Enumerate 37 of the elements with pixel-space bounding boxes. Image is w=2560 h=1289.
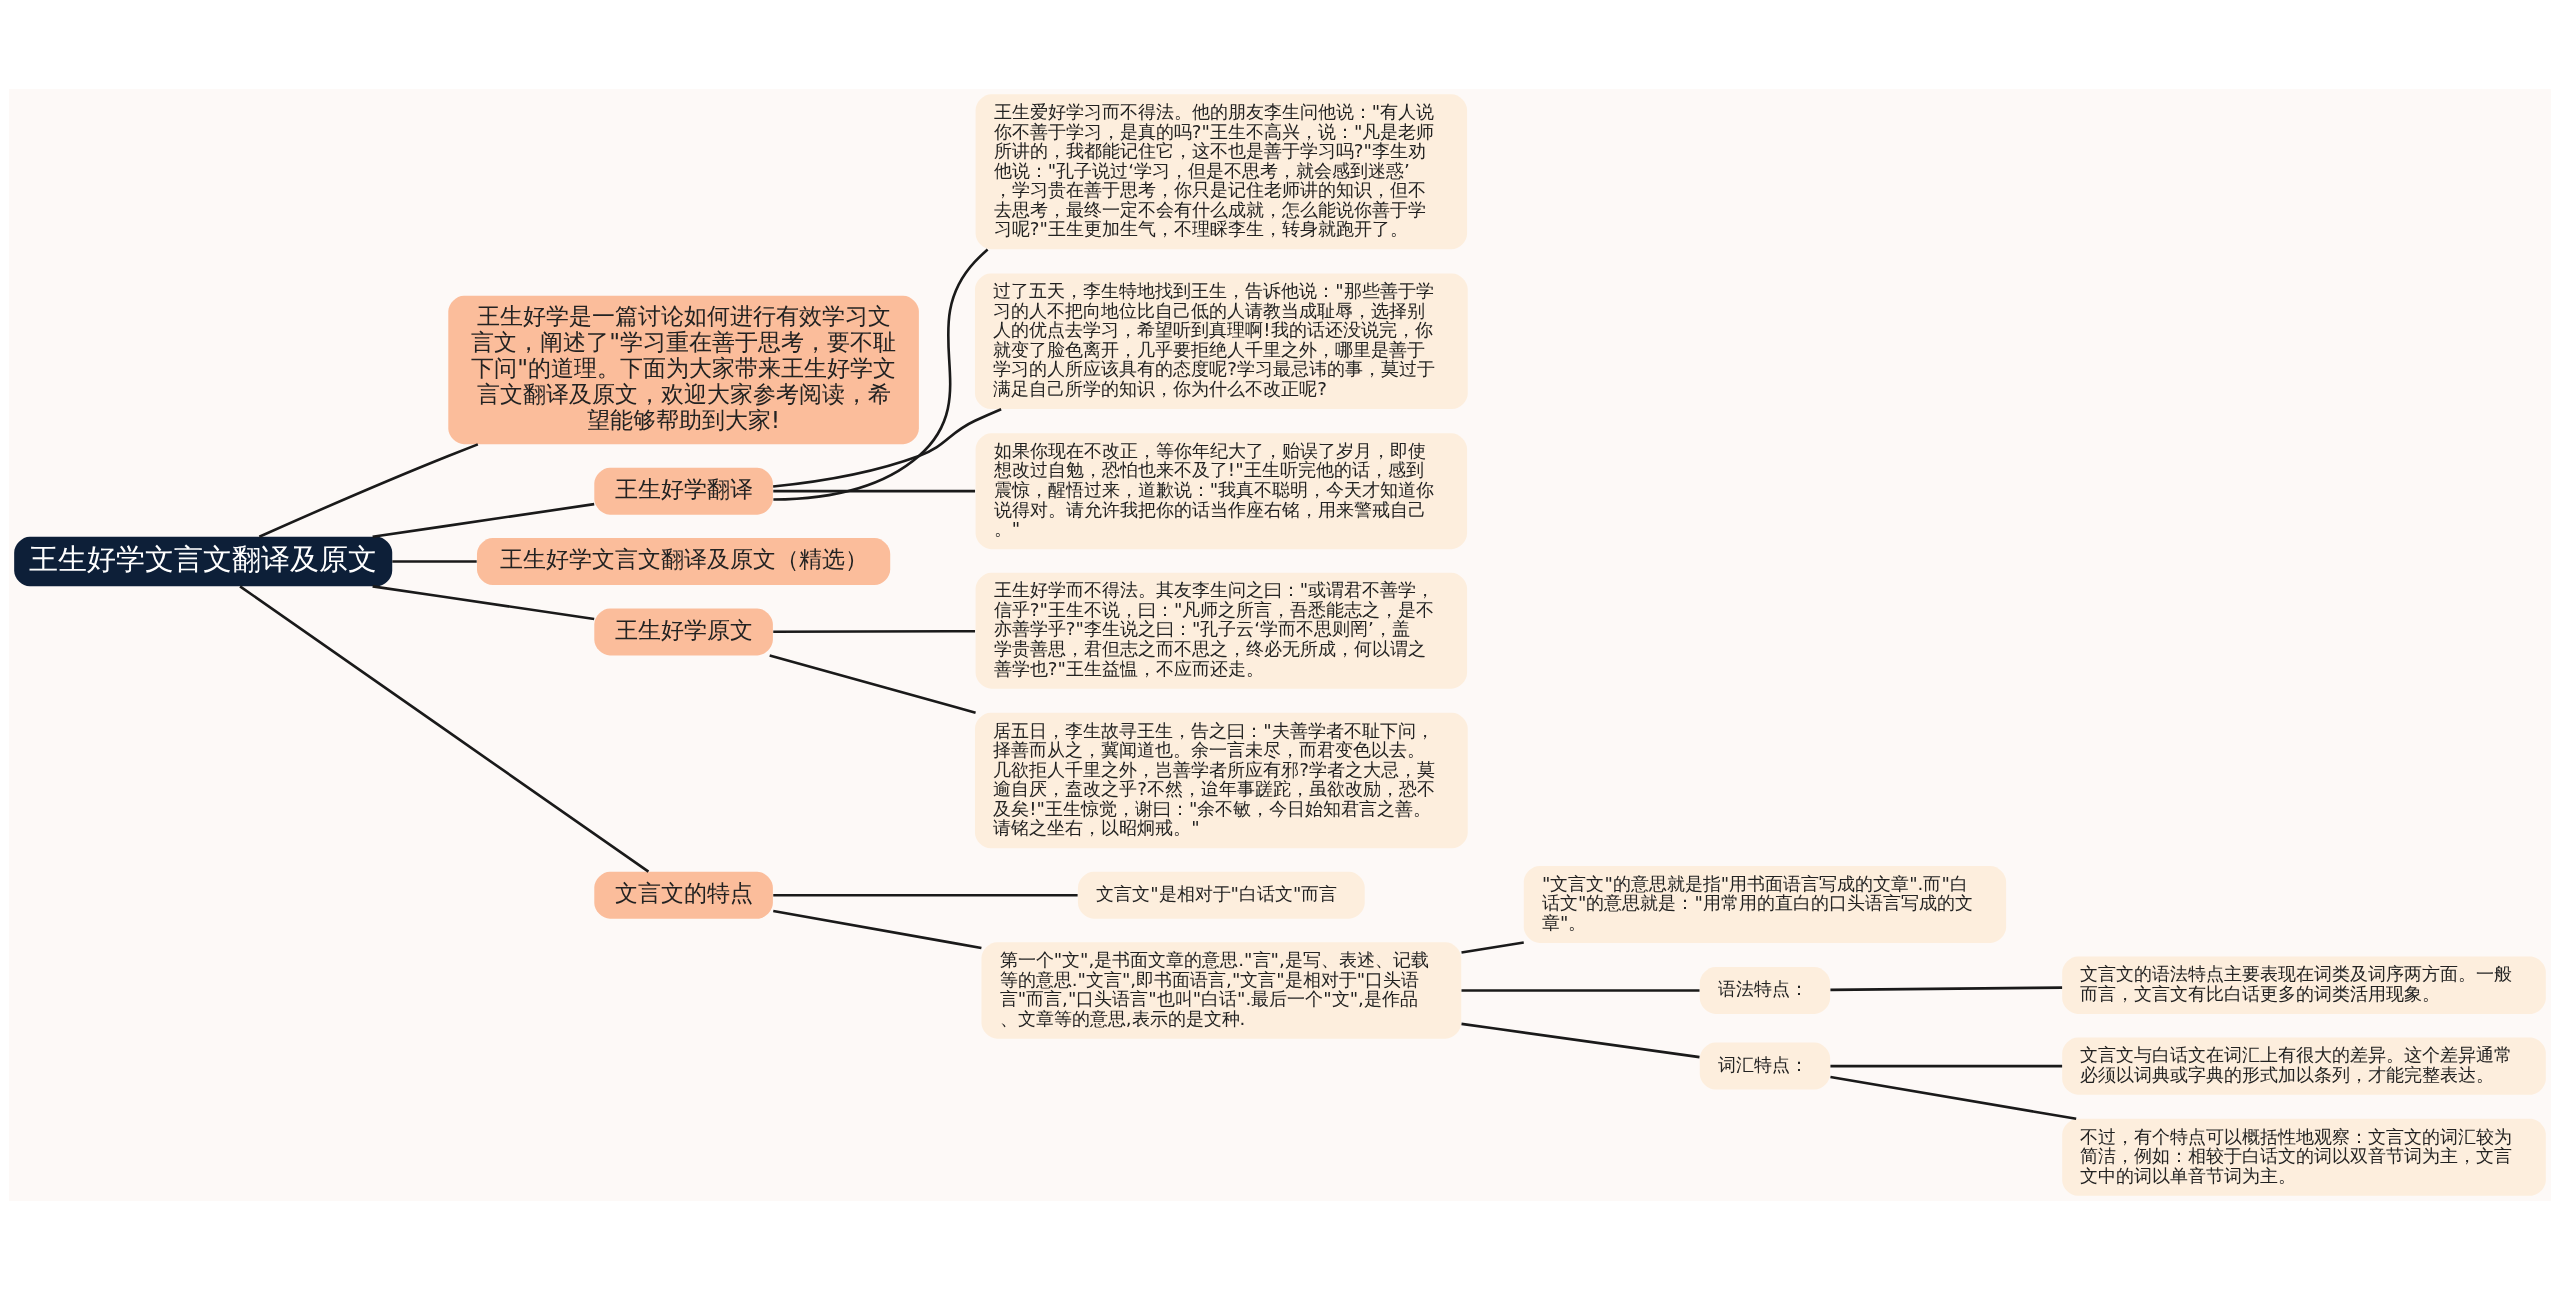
- connector: [769, 653, 976, 714]
- node-box: "文言文"的意思就是指"用书面语言写成的文章".而"白话文"的意思就是："用常用的直白的口头语言写成的文章"。: [1523, 865, 2007, 943]
- connector: [1830, 1064, 2063, 1067]
- connector: [1461, 988, 1700, 992]
- connector: [1461, 940, 1524, 954]
- node-box: 居五日，李生故寻王生，告之曰："夫善学者不耻下问，择善而从之，冀闻道也。余一言未尽，而君变色以去。几欲拒人千里之外，岂善学者所应有邪?学者之大忌，莫逾自厌，盍改之乎?不然，迨年事蹉跎，虽欲改励，恐不及矣!"王生惊觉，谢曰："余不敏，今日始知君言之善。请铭之坐右，以昭炯戒。": [974, 712, 1468, 848]
- node-box: 王生好学而不得法。其友李生问之曰："或谓君不善学，信乎?"王生不说，曰："凡师之所言，吾悉能志之，是不亦善学乎?"李生说之曰："孔子云‘学而不思则罔’，盖学贵善思，君但志之而不思之，终必无所成，何以谓之善学也?"王生益愠，不应而还走。: [975, 572, 1468, 689]
- connector: [1461, 1022, 1700, 1058]
- connector: [773, 407, 1002, 488]
- node-box: 过了五天，李生特地找到王生，告诉他说："那些善于学习的人不把向地位比自己低的人请教当成耻辱，选择别人的优点去学习，希望听到真理啊!我的话还没说完，你就变了脸色离开，几乎要拒绝人千里之外，哪里是善于学习的人所应该具有的态度呢?学习最忌讳的事，莫过于满足自己所学的知识，你为什么不改正呢?: [974, 272, 1468, 409]
- connector: [773, 909, 982, 949]
- connector: [258, 442, 479, 538]
- connector: [773, 629, 976, 633]
- node-box: 文言文与白话文在词汇上有很大的差异。这个差异通常必须以词典或字典的形式加以条列，才能完整表达。: [2062, 1036, 2546, 1095]
- connector: [773, 489, 976, 492]
- connector: [372, 502, 595, 538]
- node-box: 语法特点：: [1699, 966, 1831, 1014]
- connector: [392, 559, 477, 563]
- node-box: 文言文"是相对于"白话文"而言: [1077, 871, 1365, 919]
- node-box: 王生好学文言文翻译及原文: [14, 536, 393, 586]
- node-box: 文言文的特点: [594, 871, 773, 919]
- connector: [1830, 1075, 2077, 1120]
- connector: [773, 247, 989, 501]
- node-box: 王生好学翻译: [594, 467, 773, 515]
- node-box: 不过，有个特点可以概括性地观察：文言文的词汇较为简洁，例如：相较于白话文的词以双音节词为主，文言文中的词以单音节词为主。: [2062, 1118, 2546, 1196]
- node-box: 王生爱好学习而不得法。他的朋友李生问他说："有人说你不善于学习，是真的吗?"王生不高兴，说："凡是老师所讲的，我都能记住它，这不也是善于学习吗?"李生劝他说："孔子说过‘学习，但是不思考，就会感到迷惑’，学习贵在善于思考，你只是记住老师讲的知识，但不去思考，最终一定不会有什么成就，怎么能说你善于学习呢?"王生更加生气，不理睬李生，转身就跑开了。: [975, 93, 1468, 249]
- connector: [239, 584, 650, 873]
- node-box: 如果你现在不改正，等你年纪大了，贻误了岁月，即使想改过自勉，恐怕也来不及了!"王生听完他的话，感到震惊，醒悟过来，道歉说："我真不聪明，今天才知道你说得对。请允许我把你的话当作座右铭，用来警戒自己。": [975, 432, 1468, 549]
- node-box: 王生好学原文: [594, 608, 773, 655]
- connector: [1830, 985, 2063, 991]
- connector: [773, 893, 1078, 897]
- node-box: 王生好学文言文翻译及原文（精选）: [476, 537, 891, 585]
- node-box: 王生好学是一篇讨论如何进行有效学习文言文，阐述了"学习重在善于思考，要不耻下问"的道理。下面为大家带来王生好学文言文翻译及原文，欢迎大家参考阅读，希望能够帮助到大家!: [448, 295, 919, 444]
- node-box: 第一个"文",是书面文章的意思."言",是写、表述、记载等的意思."文言",即书面语言,"文言"是相对于"口头语言"而言,"口头语言"也叫"白话".最后一个"文",是作品、文章等的意思,表示的是文种.: [981, 941, 1462, 1039]
- node-box: 词汇特点：: [1699, 1042, 1831, 1090]
- node-box: 文言文的语法特点主要表现在词类及词序两方面。一般而言，文言文有比白话更多的词类活用现象。: [2062, 956, 2546, 1014]
- connector: [372, 584, 595, 620]
